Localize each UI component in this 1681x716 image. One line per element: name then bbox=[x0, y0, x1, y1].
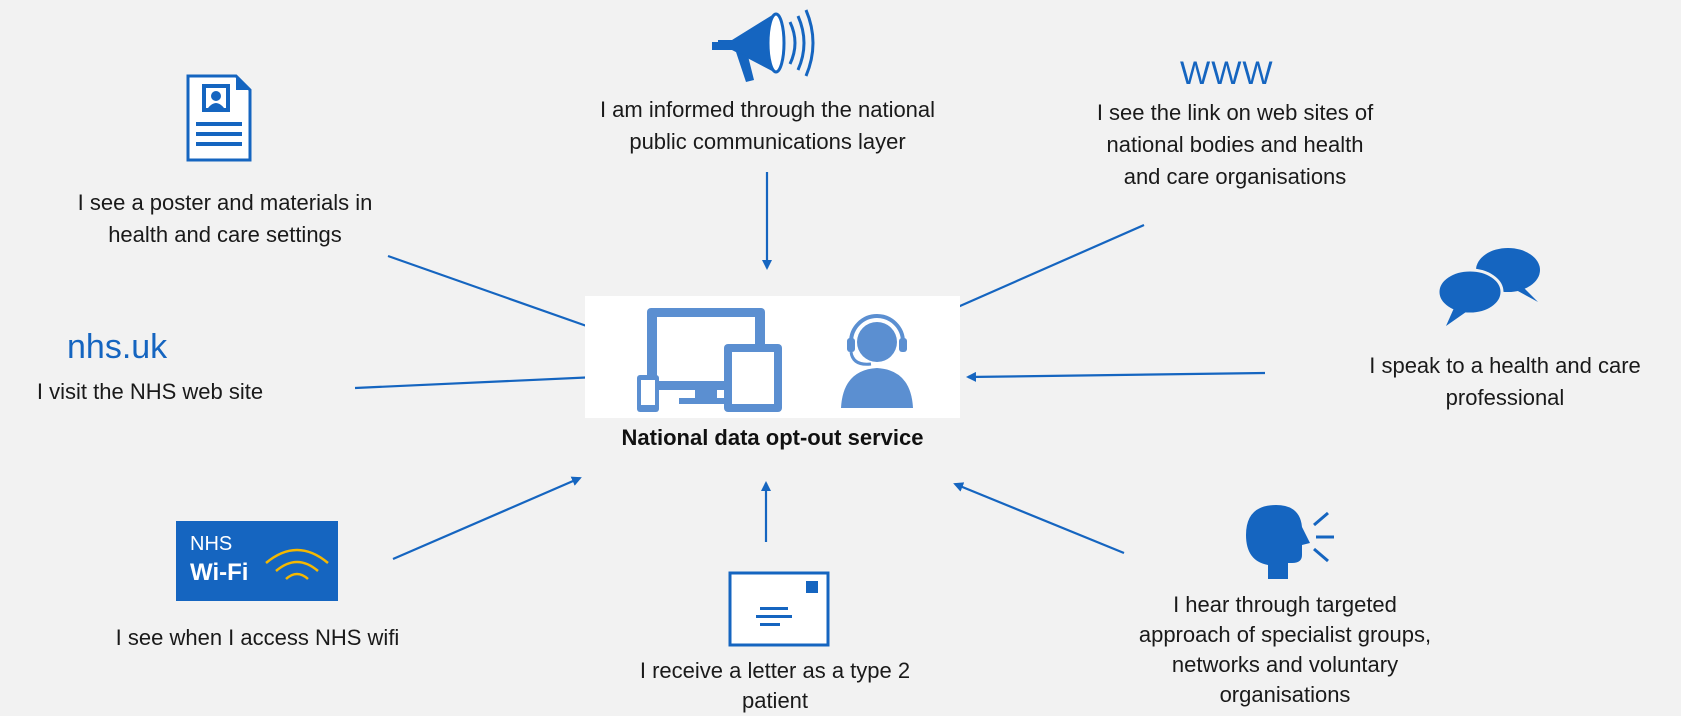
devices-icon bbox=[637, 308, 782, 412]
megaphone-icon bbox=[712, 9, 815, 82]
letter-label: I receive a letter as a type 2 patient bbox=[639, 658, 911, 713]
wifi-label: I see when I access NHS wifi bbox=[115, 625, 400, 650]
nhs-site-label: I visit the NHS web site bbox=[36, 379, 264, 404]
targeted-label: I hear through targeted approach of spec… bbox=[1138, 592, 1432, 707]
speech-bubbles-icon bbox=[1436, 248, 1540, 326]
arrow-nhs-site bbox=[354, 372, 599, 390]
arrow-poster bbox=[387, 254, 600, 333]
www-link-text: WWW bbox=[1180, 55, 1274, 91]
letter-icon bbox=[728, 571, 830, 647]
wifi-org-text: NHS bbox=[190, 533, 233, 555]
poster-icon bbox=[186, 74, 252, 162]
national-comms-label: I am informed through the national publi… bbox=[599, 97, 936, 154]
center-service-title: National data opt-out service bbox=[621, 425, 924, 450]
poster-label: I see a poster and materials in health a… bbox=[77, 190, 373, 247]
arrow-wifi bbox=[392, 476, 582, 561]
nhs-wifi-badge: NHS Wi-Fi bbox=[176, 521, 338, 601]
center-service-box bbox=[585, 296, 960, 418]
arrow-professional bbox=[966, 371, 1266, 382]
professional-label: I speak to a health and care professiona… bbox=[1369, 353, 1641, 410]
headset-agent-icon bbox=[841, 314, 913, 408]
arrow-targeted bbox=[953, 482, 1125, 555]
wifi-icon bbox=[265, 548, 329, 580]
arrow-websites bbox=[933, 223, 1145, 319]
wifi-name-text: Wi-Fi bbox=[190, 559, 249, 586]
speaking-head-icon bbox=[1246, 505, 1334, 579]
websites-label: I see the link on web sites of national … bbox=[1096, 100, 1374, 189]
nhs-uk-link-text: nhs.uk bbox=[67, 328, 168, 366]
